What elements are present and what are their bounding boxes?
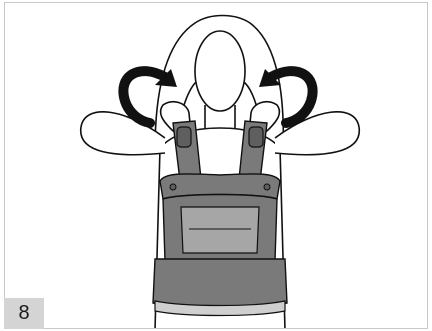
- carrier-inner-panel: [181, 207, 259, 253]
- instruction-panel: [4, 2, 428, 329]
- left-buckle: [177, 127, 191, 147]
- waist-belt: [153, 259, 287, 308]
- face: [195, 31, 245, 111]
- right-snap: [264, 184, 270, 190]
- right-buckle: [249, 127, 263, 147]
- carrier-illustration: [5, 3, 428, 329]
- left-arm: [81, 112, 165, 155]
- step-number-badge: 8: [4, 298, 44, 329]
- left-snap: [170, 184, 176, 190]
